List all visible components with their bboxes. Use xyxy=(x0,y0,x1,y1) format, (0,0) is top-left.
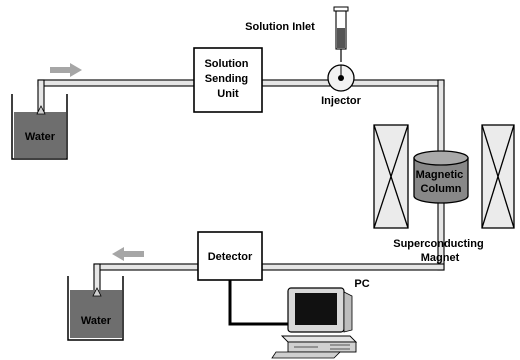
magnetic-column: Magnetic Column xyxy=(413,150,469,204)
solution-inlet-syringe: Solution Inlet xyxy=(245,6,349,62)
sending-unit-label-line2: Sending xyxy=(205,73,248,85)
inlet-nozzle-top xyxy=(36,105,46,115)
pipe-injector-to-column xyxy=(437,79,445,159)
water-tank-top: Water xyxy=(11,94,68,160)
superconducting-magnet-label-line1: Superconducting xyxy=(393,238,483,250)
inlet-nozzle-bottom xyxy=(92,287,102,297)
water-label-top: Water xyxy=(25,131,56,143)
superconducting-magnet-label-line2: Magnet xyxy=(421,252,460,264)
water-fill-top xyxy=(14,112,66,158)
pc-computer-icon: PC xyxy=(271,278,370,359)
injector-valve: Injector xyxy=(321,64,362,107)
detector: Detector xyxy=(197,231,263,281)
water-fill-bottom xyxy=(70,290,122,338)
sending-unit-label-line3: Unit xyxy=(217,88,239,100)
svg-text:Magnetic Column: Magnetic Column xyxy=(416,169,467,195)
sending-unit-label-line1: Solution xyxy=(204,58,248,70)
water-label-bottom: Water xyxy=(81,315,112,327)
detector-pc-cable xyxy=(228,280,288,326)
pipe-water-to-sending-unit xyxy=(37,79,197,87)
pipe-column-to-detector xyxy=(261,263,445,271)
pc-label: PC xyxy=(354,278,369,290)
svg-text:Solution Sending U: Solution Sending Unit xyxy=(204,58,251,100)
magnetic-column-label-line1: Magnetic xyxy=(416,169,464,181)
magnetic-column-label-line2: Column xyxy=(421,183,462,195)
flow-arrow-right xyxy=(50,63,82,77)
detector-label: Detector xyxy=(208,251,253,263)
solution-sending-unit: Solution Sending Unit xyxy=(193,47,263,113)
magnet-coil-right xyxy=(481,124,515,229)
pipe-detector-to-water xyxy=(93,263,199,271)
superconducting-magnet-label: Superconducting Magnet xyxy=(393,238,487,264)
flow-arrow-left xyxy=(112,247,144,261)
solution-inlet-label: Solution Inlet xyxy=(245,21,315,33)
water-tank-bottom: Water xyxy=(67,276,124,341)
injector-label: Injector xyxy=(321,95,361,107)
magnet-coil-left xyxy=(373,124,409,229)
